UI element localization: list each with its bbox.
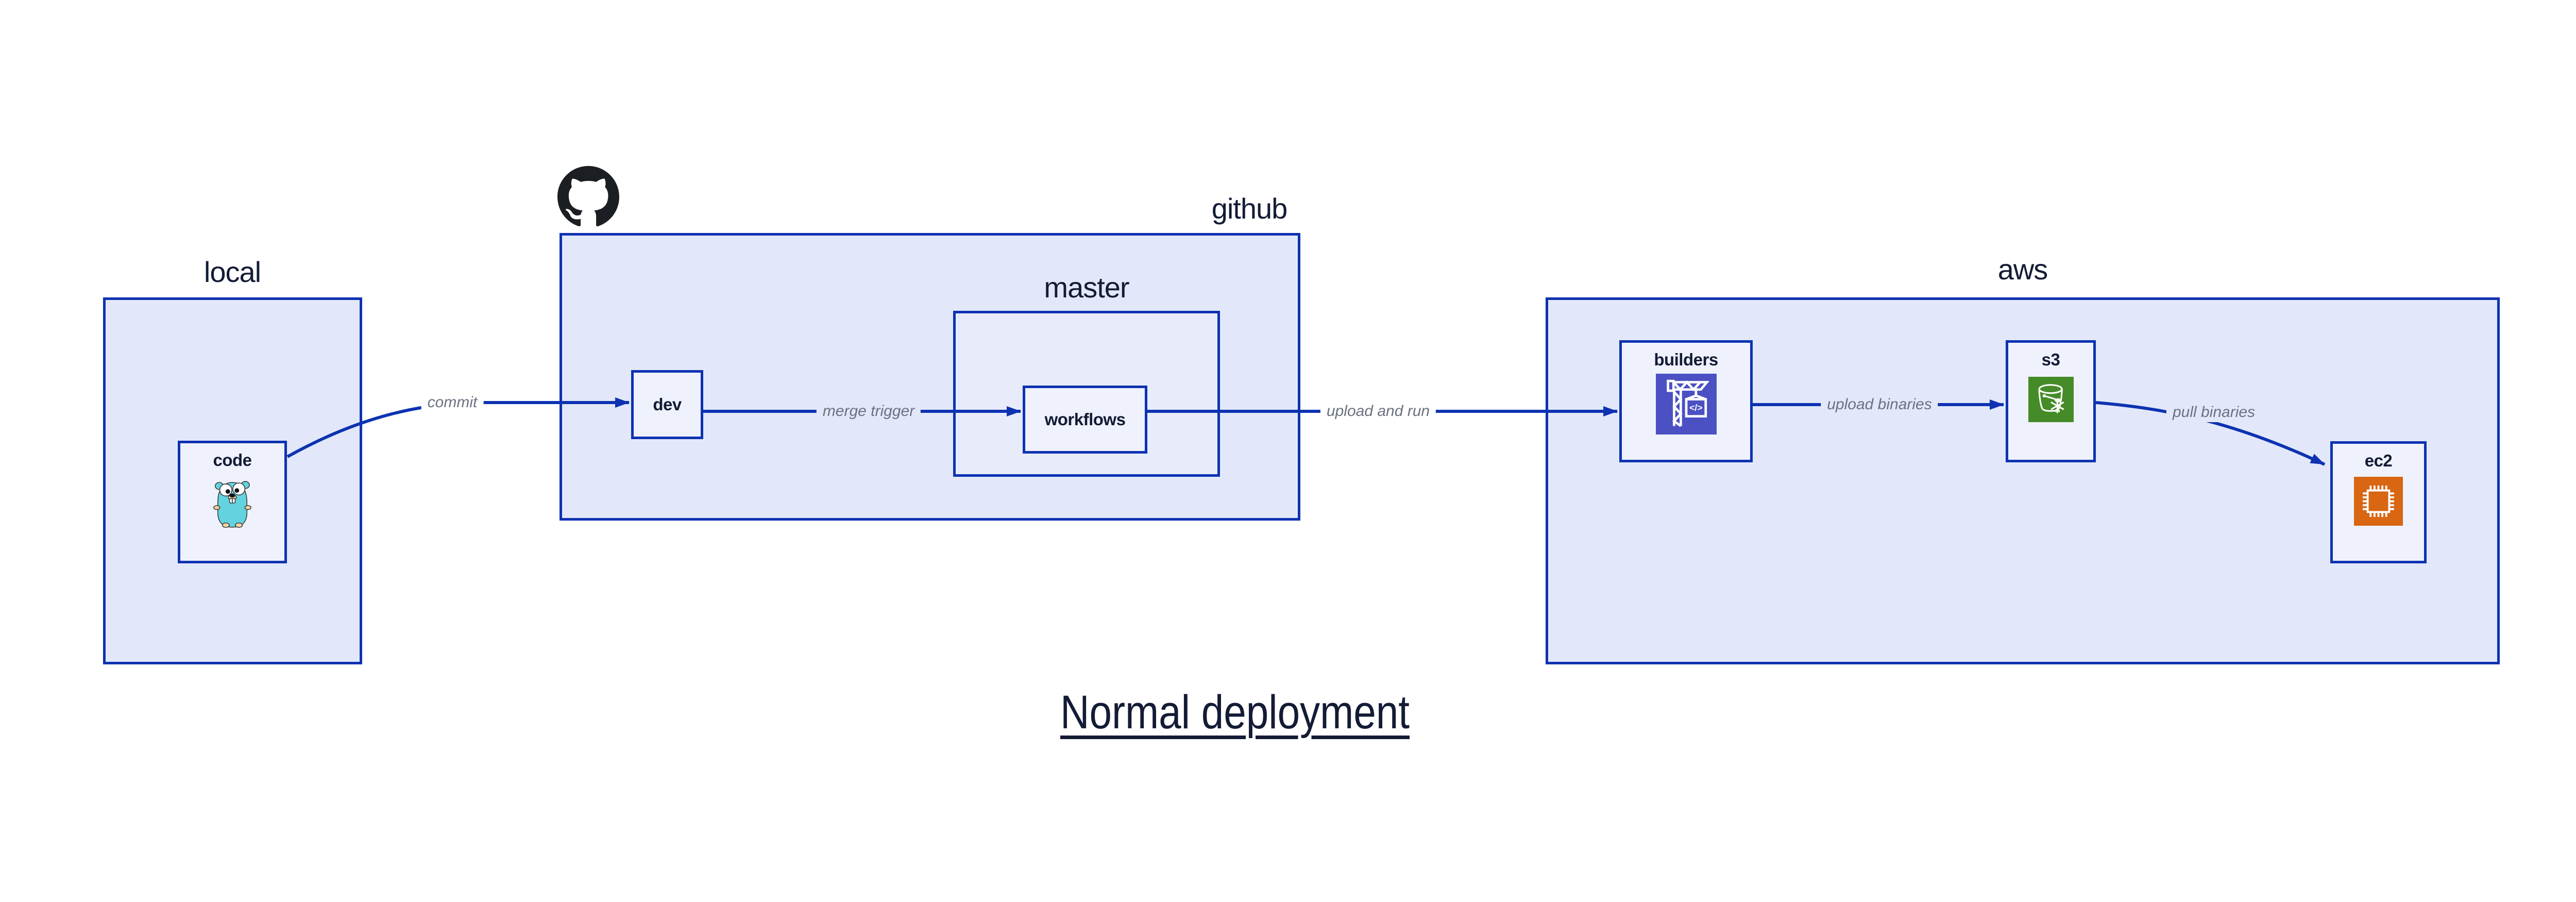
node-s3: s3 <box>2006 340 2096 462</box>
container-local-label: local <box>204 256 261 288</box>
node-ec2: ec2 <box>2330 441 2427 563</box>
node-code: code <box>178 441 287 563</box>
edge-label-upload-binaries: upload binaries <box>1821 395 1938 414</box>
go-gopher-icon <box>213 481 251 528</box>
node-s3-label: s3 <box>2041 350 2060 369</box>
aws-codebuild-crane-icon: </> <box>1655 374 1717 435</box>
github-octocat-logo-icon <box>557 166 619 228</box>
node-workflows: workflows <box>1023 386 1147 454</box>
edge-label-upload-and-run: upload and run <box>1320 402 1436 421</box>
aws-s3-glacier-bucket-icon <box>2028 377 2074 422</box>
edge-label-commit: commit <box>421 393 484 412</box>
node-code-label: code <box>213 450 252 470</box>
node-builders-label: builders <box>1654 350 1718 369</box>
node-dev: dev <box>631 370 703 439</box>
container-aws-label: aws <box>1997 253 2048 286</box>
container-master-label: master <box>1044 271 1129 304</box>
diagram-title: Normal deployment <box>1029 686 1440 740</box>
node-dev-label: dev <box>653 395 682 414</box>
container-github-label: github <box>1211 192 1288 225</box>
edge-label-merge-trigger: merge trigger <box>816 402 921 421</box>
node-builders: builders </> <box>1619 340 1753 462</box>
aws-ec2-chip-icon <box>2354 477 2403 526</box>
diagram-title-text: Normal deployment <box>1060 686 1410 739</box>
node-ec2-label: ec2 <box>2364 451 2393 470</box>
edge-label-pull-binaries: pull binaries <box>2166 403 2262 422</box>
node-workflows-label: workflows <box>1044 410 1126 429</box>
codebuild-code-glyph: </> <box>1689 403 1703 413</box>
